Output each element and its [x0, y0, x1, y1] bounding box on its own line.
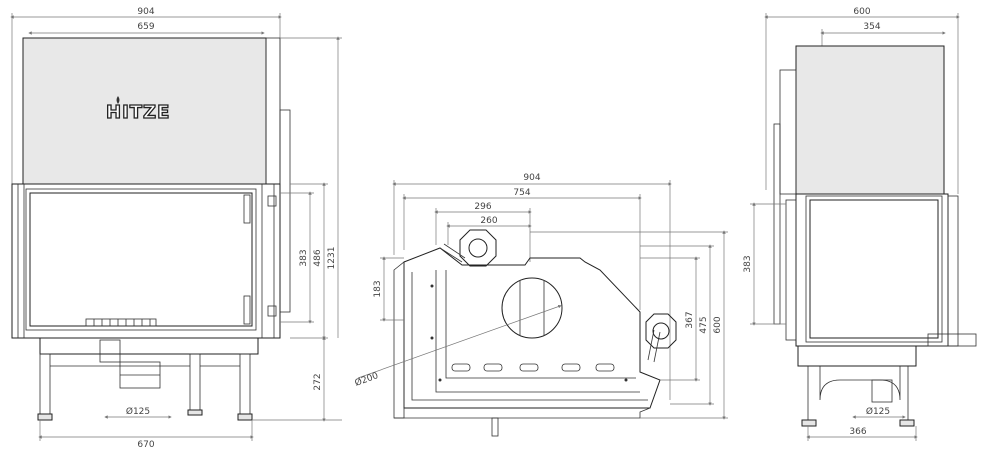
side-bottom-depth-label: 366	[849, 427, 866, 437]
side-dim-top-depth: 354	[820, 22, 946, 46]
side-glass-height-label: 383	[743, 255, 753, 272]
top-dim-depth-b: 260	[446, 216, 532, 245]
top-depth-a-label: 296	[474, 202, 491, 212]
front-dim-verticals: 383 486 1231 272	[252, 36, 342, 422]
side-flue-label: Ø125	[866, 406, 890, 417]
side-top-depth-label: 354	[863, 22, 880, 32]
side-total-depth-label: 600	[853, 7, 870, 17]
top-flue-label: Ø200	[353, 370, 380, 389]
top-side-h1-label: 367	[685, 311, 695, 328]
front-glass-height-label: 383	[299, 249, 309, 266]
top-dim-total-width: 904	[392, 173, 672, 400]
front-total-height-label: 1231	[327, 247, 337, 270]
front-hood	[22, 37, 267, 185]
front-dim-flue: Ø125	[104, 406, 172, 419]
front-glass	[29, 192, 253, 327]
top-rear-pipe	[439, 229, 497, 267]
front-air-vent	[85, 318, 157, 327]
top-dim-depth-a: 296	[434, 202, 532, 262]
front-dim-bottom-width: 670	[38, 420, 254, 450]
front-bottom-width-label: 670	[137, 440, 154, 450]
top-dim-right: 367 475 600	[530, 230, 728, 420]
front-door-height-label: 486	[313, 249, 323, 266]
front-base	[39, 337, 259, 355]
side-dim-flue: Ø125	[852, 406, 906, 419]
side-base	[797, 345, 917, 367]
top-side-left-label: 183	[373, 280, 383, 297]
top-dim-body-width: 754	[402, 188, 642, 310]
front-view: 904 659 HITZE	[10, 7, 342, 450]
front-total-width-label: 904	[137, 7, 154, 17]
side-view: 600 354 Ø125 366	[743, 7, 977, 441]
front-leg-right	[239, 353, 251, 415]
top-air-slots	[451, 363, 615, 372]
brand-logo: HITZE	[106, 102, 170, 123]
top-view: 904 754 296 260	[353, 173, 728, 437]
side-hood	[795, 45, 945, 195]
top-side-pipe	[645, 313, 677, 363]
top-body-outline	[403, 247, 661, 409]
top-total-width-label: 904	[523, 173, 540, 183]
top-side-h3-label: 600	[713, 316, 723, 333]
top-side-h2-label: 475	[699, 316, 709, 333]
side-dim-total-depth: 600	[764, 7, 960, 194]
front-leg-mid	[189, 353, 201, 411]
side-dim-bottom-depth: 366	[806, 426, 918, 441]
side-dim-glass-height: 383	[743, 202, 786, 326]
front-leg-left	[39, 353, 51, 415]
front-legs-height-label: 272	[313, 373, 323, 390]
side-flue-box	[871, 379, 893, 403]
top-body-width-label: 754	[513, 188, 530, 198]
top-flue-opening	[501, 277, 563, 339]
side-glass	[809, 199, 939, 339]
top-depth-b-label: 260	[480, 216, 497, 226]
top-dim-side-left: 183	[373, 256, 404, 322]
front-top-width-label: 659	[137, 22, 154, 32]
front-dim-top-width: 659	[28, 22, 265, 35]
front-flue-label: Ø125	[126, 406, 150, 417]
